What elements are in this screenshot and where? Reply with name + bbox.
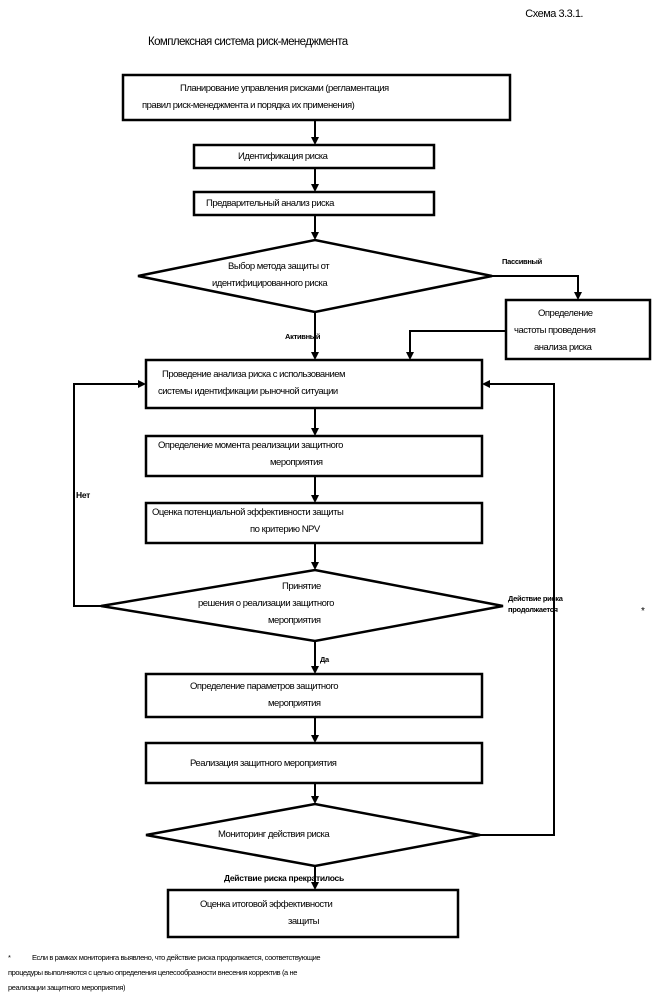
preliminary-text: Предварительный анализ риска bbox=[206, 198, 334, 209]
method-choice-text: Выбор метода защиты от идентифицированно… bbox=[212, 258, 412, 292]
scheme-number: Схема 3.3.1. bbox=[525, 8, 583, 20]
moment-line2: мероприятия bbox=[270, 457, 323, 468]
decision-line3: мероприятия bbox=[268, 615, 321, 626]
frequency-line1: Определение bbox=[538, 308, 593, 319]
planning-text-line1: Планирование управления рисками (регламе… bbox=[180, 83, 389, 94]
label-risk-stopped: Действие риска прекратилось bbox=[224, 873, 344, 883]
params-text: Определение параметров защитного меропри… bbox=[190, 678, 470, 712]
label-star: * bbox=[641, 606, 645, 617]
box-identification bbox=[192, 143, 436, 170]
box-realization bbox=[144, 741, 484, 785]
box-planning bbox=[121, 73, 512, 122]
footnote-line1-text: Если в рамках мониторинга выявлено, что … bbox=[32, 953, 321, 962]
label-active: Активный bbox=[285, 332, 321, 341]
label-risk-continues-line2: продолжается bbox=[508, 605, 558, 614]
edge-risk-continues bbox=[480, 380, 555, 836]
label-risk-continues: Действие риска продолжается bbox=[508, 593, 578, 615]
diamond-decision bbox=[100, 568, 504, 643]
edge-no bbox=[73, 380, 146, 607]
box-preliminary bbox=[192, 190, 436, 217]
footnote-line2: процедуры выполняются с целью определени… bbox=[8, 968, 298, 977]
final-text: Оценка итоговой эффективности защиты bbox=[200, 896, 450, 930]
analysis-text: Проведение анализа риска с использование… bbox=[158, 366, 478, 400]
efficiency-line1: Оценка потенциальной эффективности защит… bbox=[152, 507, 344, 518]
planning-text: Планирование управления рисками (регламе… bbox=[142, 80, 502, 114]
label-risk-continues-line1: Действие риска bbox=[508, 594, 563, 603]
diagram-title: Комплексная система риск-менеджмента bbox=[148, 36, 348, 48]
frequency-line2: частоты проведения bbox=[514, 325, 596, 336]
footnote-line1: * Если в рамках мониторинга выявлено, что… bbox=[8, 950, 338, 965]
edge-frequency-analysis bbox=[406, 330, 506, 360]
efficiency-line2: по критерию NPV bbox=[250, 524, 320, 535]
box-frequency bbox=[504, 298, 652, 361]
decision-line2: решения о реализации защитного bbox=[198, 598, 334, 609]
planning-text-line2: правил риск-менеджмента и порядка их при… bbox=[142, 100, 355, 111]
footnote: * Если в рамках мониторинга выявлено, что… bbox=[8, 950, 338, 995]
box-efficiency bbox=[144, 501, 484, 545]
monitoring-text: Мониторинг действия риска bbox=[218, 829, 330, 840]
box-moment bbox=[144, 434, 484, 478]
label-passive: Пассивный bbox=[502, 257, 542, 266]
footnote-mark: * bbox=[8, 953, 11, 962]
footnote-line3: реализации защитного мероприятия) bbox=[8, 983, 126, 992]
analysis-line2: системы идентификации рыночной ситуации bbox=[158, 386, 338, 397]
params-line1: Определение параметров защитного bbox=[190, 681, 339, 692]
realization-text: Реализация защитного мероприятия bbox=[190, 758, 337, 769]
frequency-text: Определение частоты проведения анализа р… bbox=[514, 305, 646, 356]
final-line1: Оценка итоговой эффективности bbox=[200, 899, 333, 910]
identification-text: Идентификация риска bbox=[238, 151, 328, 162]
label-yes: Да bbox=[320, 655, 329, 664]
moment-text: Определение момента реализации защитного… bbox=[158, 437, 478, 471]
final-line2: защиты bbox=[288, 916, 319, 927]
edge-passive bbox=[492, 275, 582, 300]
method-choice-line2: идентифицированного риска bbox=[212, 278, 328, 289]
decision-line1: Принятие bbox=[282, 581, 321, 592]
box-params bbox=[144, 672, 484, 719]
moment-line1: Определение момента реализации защитного bbox=[158, 440, 343, 451]
analysis-line1: Проведение анализа риска с использование… bbox=[162, 369, 346, 380]
params-line2: мероприятия bbox=[268, 698, 321, 709]
label-no: Нет bbox=[76, 490, 91, 500]
box-final bbox=[166, 888, 460, 939]
method-choice-line1: Выбор метода защиты от bbox=[228, 261, 330, 272]
decision-text: Принятие решения о реализации защитного … bbox=[198, 578, 428, 629]
efficiency-text: Оценка потенциальной эффективности защит… bbox=[152, 504, 472, 538]
frequency-line3: анализа риска bbox=[534, 342, 592, 353]
